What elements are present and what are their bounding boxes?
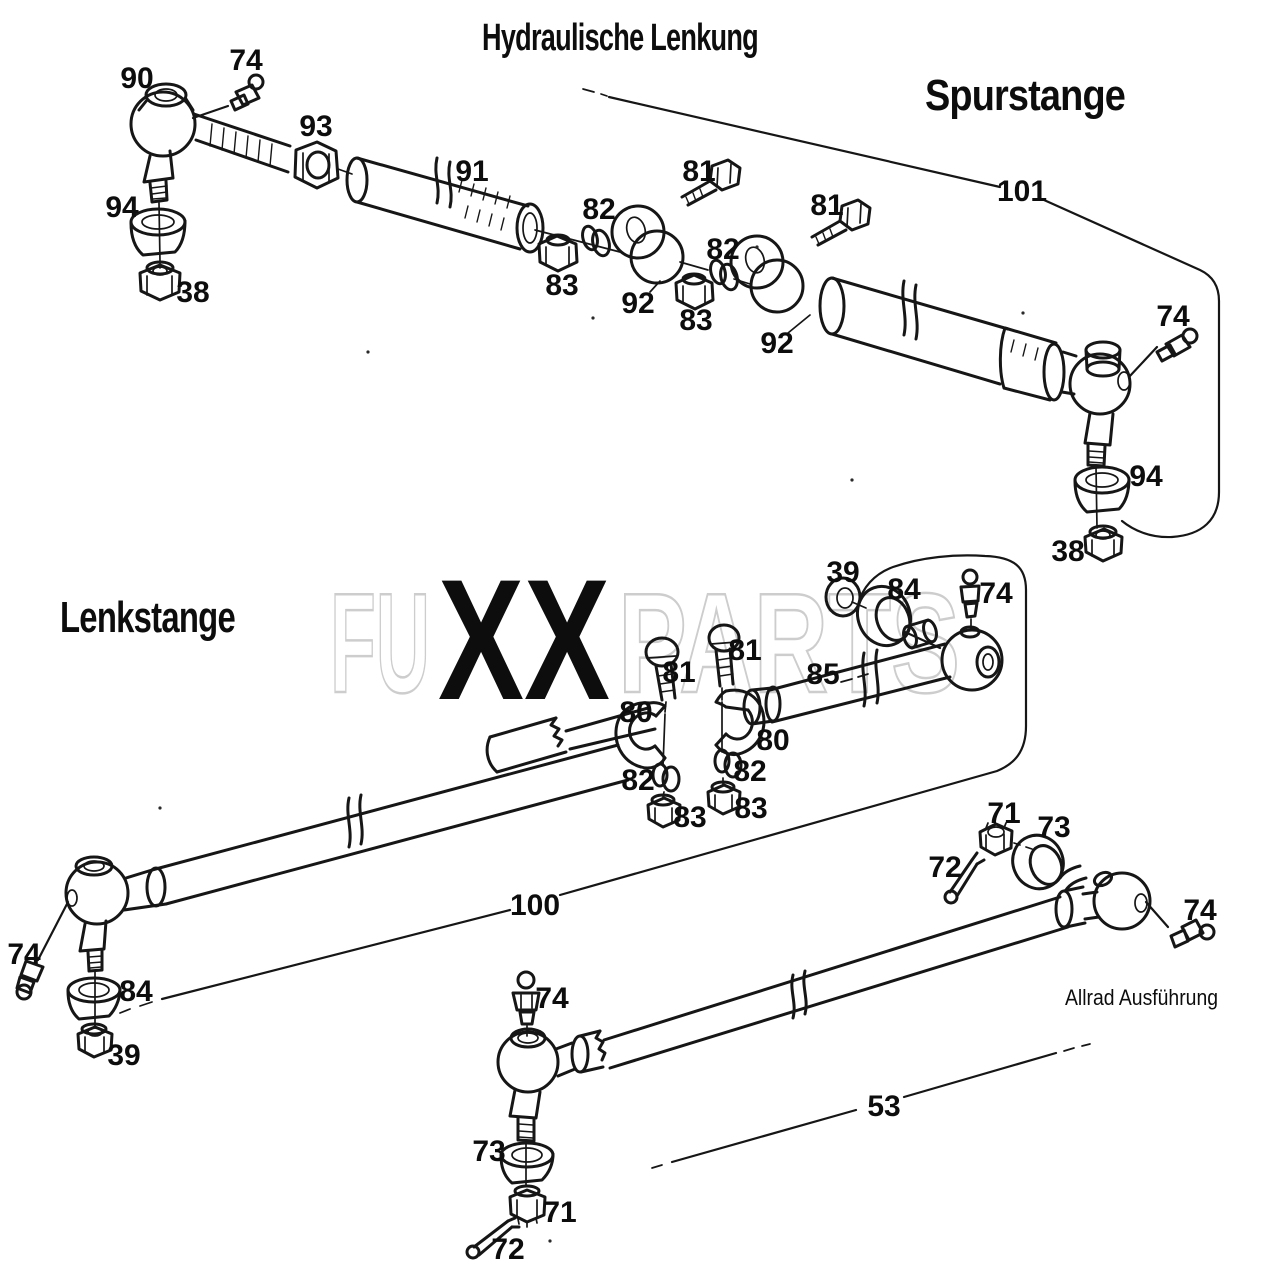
- part-label-85: 85: [806, 658, 839, 691]
- hex-nut-38-b: [1083, 524, 1124, 563]
- ball-stud-and-boot-84-b: [66, 919, 122, 1027]
- callout-101-bracket: [582, 88, 1221, 539]
- part-label-81: 81: [662, 656, 695, 689]
- part-label-84: 84: [887, 573, 921, 606]
- grease-nipple-74-e: [1169, 918, 1216, 949]
- watermark-xx: XX: [438, 544, 610, 736]
- part-label-94: 94: [1129, 460, 1163, 493]
- part-label-39: 39: [826, 556, 859, 589]
- part-label-80: 80: [619, 696, 652, 729]
- washer-82-c: [651, 713, 681, 798]
- part-label-82: 82: [733, 755, 766, 788]
- callout-100-bracket: [119, 554, 1028, 1014]
- part-label-74: 74: [1156, 300, 1190, 333]
- nut-83-c: [646, 793, 682, 829]
- grease-nipple-74-f: [511, 970, 541, 1037]
- bolt-81-d: [707, 623, 741, 701]
- nut-83-b: [674, 272, 715, 311]
- grease-nipple-74-a: [191, 73, 265, 120]
- part-label-83: 83: [679, 304, 712, 337]
- bolt-81-b: [810, 198, 872, 247]
- grease-nipple-74-d: [15, 959, 45, 1001]
- section-title-spurstange: Spurstange: [925, 71, 1125, 120]
- callout-53-leader: [651, 1043, 1091, 1169]
- steering-rod-100: [150, 706, 657, 906]
- part-label-74: 74: [7, 938, 41, 971]
- part-number-labels: 90 74 93 94 38 91 82 83 92 81 82 83 92 81 101 74 94 38 39 8…: [7, 44, 1217, 1266]
- boot-73-a: [1011, 833, 1088, 892]
- tube-91: [345, 156, 621, 254]
- castle-nut-71-b: [508, 1184, 547, 1228]
- part-label-53: 53: [867, 1090, 900, 1123]
- spacer-sleeve-85-end: [902, 618, 938, 650]
- part-label-94: 94: [105, 191, 139, 224]
- ball-stud-and-boot-94-b: [1073, 411, 1131, 529]
- hex-nut-38-a: [138, 260, 182, 302]
- part-label-73: 73: [472, 1135, 505, 1168]
- part-label-74: 74: [535, 982, 569, 1015]
- part-label-92: 92: [621, 287, 654, 320]
- grease-nipple-74-b: [1155, 327, 1199, 363]
- section-title-lenkstange: Lenkstange: [60, 593, 235, 642]
- page-title: Hydraulische Lenkung: [482, 17, 758, 59]
- part-label-90: 90: [120, 62, 153, 95]
- ball-joint-end-bottom: [496, 1027, 560, 1094]
- ball-housing-upper: [940, 625, 1004, 692]
- part-label-93: 93: [299, 110, 332, 143]
- part-label-38: 38: [1051, 535, 1084, 568]
- part-label-84: 84: [119, 975, 153, 1008]
- cotter-pin-72-a: [943, 851, 986, 905]
- nut-83-d: [706, 780, 742, 816]
- part-label-91: 91: [455, 155, 488, 188]
- part-label-82: 82: [582, 193, 615, 226]
- part-label-101: 101: [997, 175, 1047, 208]
- tie-rod-end-90: [129, 82, 292, 174]
- part-label-72: 72: [928, 851, 961, 884]
- part-label-74: 74: [229, 44, 263, 77]
- allrad-rod-53: [554, 870, 1170, 1078]
- clamp-92-b: [729, 234, 811, 334]
- part-label-74: 74: [1183, 894, 1217, 927]
- part-label-72: 72: [491, 1233, 524, 1266]
- part-label-83: 83: [734, 792, 767, 825]
- ball-joint-end-left: [36, 855, 168, 962]
- part-label-74: 74: [979, 577, 1013, 610]
- castle-nut-71-a: [978, 819, 1033, 857]
- watermark-fu: FU: [330, 564, 430, 723]
- part-label-81: 81: [728, 634, 761, 667]
- clamp-92-a: [610, 204, 685, 293]
- bolt-81-a: [680, 158, 742, 207]
- scan-specks: [158, 245, 1025, 1243]
- part-label-38: 38: [176, 276, 209, 309]
- part-label-82: 82: [706, 233, 739, 266]
- allrad-note: Allrad Ausführung: [1065, 985, 1218, 1010]
- ball-stud-and-boot-94: [129, 149, 187, 269]
- grease-nipple-74-c: [959, 568, 981, 630]
- washer-82-a: [581, 224, 611, 258]
- part-label-83: 83: [673, 801, 706, 834]
- part-label-80: 80: [756, 724, 789, 757]
- part-label-73: 73: [1037, 811, 1070, 844]
- hex-nut-39-b: [76, 1022, 114, 1059]
- tie-rod-right: [818, 276, 1159, 416]
- lock-nut-93: [293, 140, 353, 190]
- part-label-82: 82: [621, 764, 654, 797]
- nut-83-a: [537, 233, 579, 273]
- part-label-71: 71: [543, 1196, 576, 1229]
- part-label-100: 100: [510, 889, 560, 922]
- part-label-83: 83: [545, 269, 578, 302]
- ball-stud-and-boot-73-b: [499, 1088, 555, 1187]
- part-label-71: 71: [987, 797, 1020, 830]
- cotter-pin-72-b: [465, 1216, 521, 1260]
- part-label-92: 92: [760, 327, 793, 360]
- part-label-81: 81: [682, 155, 715, 188]
- part-label-39: 39: [107, 1039, 140, 1072]
- part-label-81: 81: [810, 189, 843, 222]
